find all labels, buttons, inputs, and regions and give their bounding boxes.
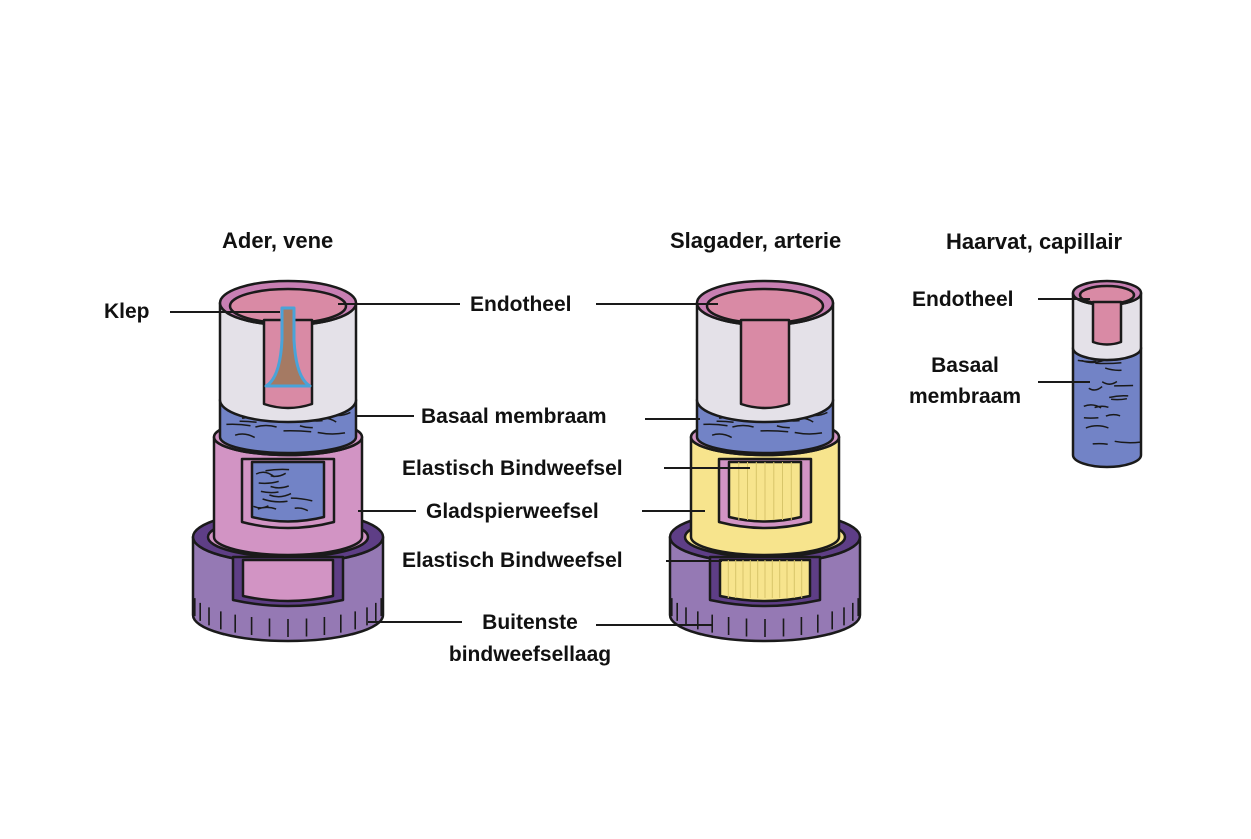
outer-layer-label-line2: bindweefsellaag (448, 643, 612, 666)
artery-endothelium-notch (739, 318, 791, 410)
vein-middle-notch-inner (250, 460, 326, 523)
elastic-tissue-outer-label: Elastisch Bindweefsel (402, 549, 623, 572)
endothelium-label: Endotheel (470, 293, 572, 316)
smooth-muscle-label: Gladspierweefsel (426, 500, 599, 523)
artery-title: Slagader, arterie (670, 228, 842, 253)
capillary-endothelium-notch (1091, 300, 1123, 346)
capillary-membrane-label-line2: membraam (908, 385, 1022, 408)
basement-membrane-label: Basaal membraam (421, 405, 607, 428)
artery-middle-notch-fibers (738, 462, 792, 520)
artery-outer-layer-ticks (671, 598, 859, 637)
vein-middle-notch-fibers (253, 468, 313, 512)
capillary-title: Haarvat, capillair (946, 229, 1123, 254)
capillary-endothelium-label: Endotheel (912, 288, 1014, 311)
vein-vessel (191, 279, 385, 643)
vein-outer-layer-ticks (194, 598, 382, 637)
vein-title: Ader, vene (222, 228, 334, 253)
outer-layer-label-line1: Buitenste (482, 611, 578, 634)
artery-outer-notch-fibers (727, 560, 803, 598)
artery-endothelium-top (705, 287, 825, 325)
artery-vessel (668, 279, 862, 643)
vein-valve (264, 306, 312, 388)
valve-label: Klep (104, 300, 150, 323)
capillary-vessel (1071, 279, 1143, 469)
capillary-membrane-fibers (1077, 357, 1141, 445)
capillary-membrane-label-line1: Basaal (931, 354, 999, 377)
vein-outer-notch-inner (241, 558, 335, 603)
elastic-tissue-inner-label: Elastisch Bindweefsel (402, 457, 623, 480)
